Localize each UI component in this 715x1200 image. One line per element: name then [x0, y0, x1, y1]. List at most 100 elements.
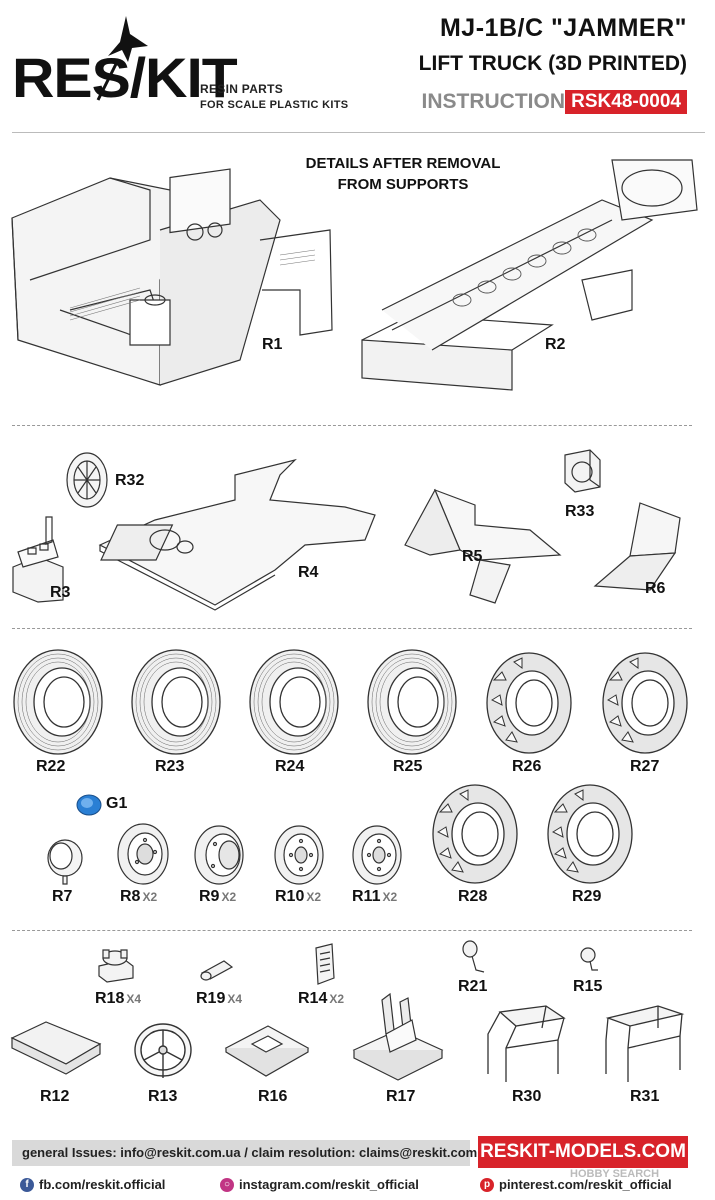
instagram-url: instagram.com/reskit_official	[239, 1177, 419, 1192]
r27-solid-tire-drawing	[600, 650, 690, 756]
part-label-r7: R7	[52, 888, 73, 905]
r6-ramp-plate-drawing	[590, 498, 690, 598]
part-label-r23: R23	[155, 758, 185, 775]
part-label-r17: R17	[386, 1088, 416, 1105]
r18-hinge-block-drawing	[95, 946, 137, 984]
r11-quantity: X2	[382, 890, 398, 904]
part-label-r29: R29	[572, 888, 602, 905]
part-label-r26: R26	[512, 758, 542, 775]
instagram-icon: ○	[220, 1177, 234, 1192]
removal-note-line-1: DETAILS AFTER REMOVAL	[305, 155, 501, 172]
r25-tire-drawing	[366, 648, 458, 756]
r14-quantity: X2	[329, 992, 345, 1006]
removal-note: DETAILS AFTER REMOVAL FROM SUPPORTS	[0, 153, 715, 195]
removal-note-line-2: FROM SUPPORTS	[337, 176, 469, 193]
r4-floor-plate-drawing	[95, 455, 380, 610]
r17-seat-frame-drawing	[350, 990, 446, 1082]
r24-tire-drawing	[248, 648, 340, 756]
pinterest-link[interactable]: p pinterest.com/reskit_official	[480, 1177, 672, 1192]
part-label-r21: R21	[458, 978, 488, 995]
jet-logo-icon	[78, 16, 148, 102]
pinterest-url: pinterest.com/reskit_official	[499, 1177, 672, 1192]
website-link[interactable]: RESKIT-MODELS.COM	[478, 1136, 688, 1168]
r33-gauge-box-drawing	[560, 445, 605, 495]
part-label-r3: R3	[50, 584, 71, 601]
part-label-r1: R1	[262, 336, 283, 353]
part-label-r13: R13	[148, 1088, 178, 1105]
r15-lamp-drawing	[578, 946, 604, 974]
r21-mirror-drawing	[460, 940, 488, 976]
part-label-r27: R27	[630, 758, 660, 775]
r28-solid-tire-drawing	[430, 782, 520, 886]
r19-quantity: X4	[227, 992, 243, 1006]
r9-name: R9	[199, 888, 220, 905]
r30-roll-cage-drawing	[480, 1004, 570, 1084]
r8-quantity: X2	[142, 890, 158, 904]
product-subtitle: LIFT TRUCK (3D PRINTED)	[418, 52, 687, 75]
instruction-label: INSTRUCTION	[421, 90, 566, 113]
r18-quantity: X4	[126, 992, 142, 1006]
facebook-link[interactable]: f fb.com/reskit.official	[20, 1177, 165, 1192]
section-divider-3	[12, 930, 692, 931]
part-label-r33: R33	[565, 503, 595, 520]
r22-tire-drawing	[12, 648, 104, 756]
instagram-link[interactable]: ○ instagram.com/reskit_official	[220, 1177, 419, 1192]
brand-logo: RES/KIT	[12, 46, 238, 109]
r14-name: R14	[298, 990, 328, 1007]
r2-chassis-drawing	[352, 150, 702, 390]
r12-floor-mat-drawing	[8, 1018, 104, 1082]
part-label-r16: R16	[258, 1088, 288, 1105]
r19-name: R19	[196, 990, 226, 1007]
part-label-r15: R15	[573, 978, 603, 995]
r8-wheel-hub-drawing	[115, 822, 171, 886]
part-label-r22: R22	[36, 758, 66, 775]
part-label-r28: R28	[458, 888, 488, 905]
r3-seat-bracket-drawing	[8, 512, 68, 602]
r10-wheel-hub-drawing	[272, 824, 328, 886]
r7-lamp-drawing	[45, 838, 85, 886]
tagline-1: RESIN PARTS	[200, 82, 284, 96]
header-divider	[12, 132, 705, 133]
part-label-r24: R24	[275, 758, 305, 775]
section-divider-1	[12, 425, 692, 426]
part-label-r4: R4	[298, 564, 319, 581]
contact-bar	[12, 1140, 470, 1166]
r11-name: R11	[352, 888, 381, 905]
r19-cylinder-drawing	[196, 955, 236, 983]
r26-solid-tire-drawing	[484, 650, 574, 756]
product-title: MJ-1B/C "JAMMER"	[439, 14, 687, 42]
r10-name: R10	[275, 888, 305, 905]
facebook-url: fb.com/reskit.official	[39, 1177, 166, 1192]
r23-tire-drawing	[130, 648, 222, 756]
section-divider-2	[12, 628, 692, 629]
pinterest-icon: p	[480, 1177, 494, 1192]
r18-name: R18	[95, 990, 125, 1007]
part-label-r30: R30	[512, 1088, 542, 1105]
watermark: HOBBY SEARCH	[570, 1168, 660, 1180]
part-label-g1: G1	[106, 795, 128, 812]
r31-roll-cage-drawing	[600, 1004, 690, 1084]
tagline-2: FOR SCALE PLASTIC KITS	[200, 99, 349, 111]
part-label-r12: R12	[40, 1088, 70, 1105]
r32-steering-wheel-drawing	[62, 450, 112, 510]
r16-plate-drawing	[222, 1022, 312, 1078]
part-label-r5: R5	[462, 548, 483, 565]
r9-quantity: X2	[221, 890, 237, 904]
r14-pedal-drawing	[310, 942, 340, 986]
r13-steering-wheel-drawing	[132, 1020, 194, 1082]
r9-wheel-hub-drawing	[193, 824, 249, 886]
g1-clear-lens-drawing	[75, 792, 105, 818]
product-code-badge: RSK48-0004	[565, 90, 687, 114]
part-label-r31: R31	[630, 1088, 660, 1105]
r11-wheel-hub-drawing	[350, 824, 406, 886]
facebook-icon: f	[20, 1177, 34, 1192]
part-label-r6: R6	[645, 580, 666, 597]
r5-bracket-panel-drawing	[400, 485, 570, 605]
